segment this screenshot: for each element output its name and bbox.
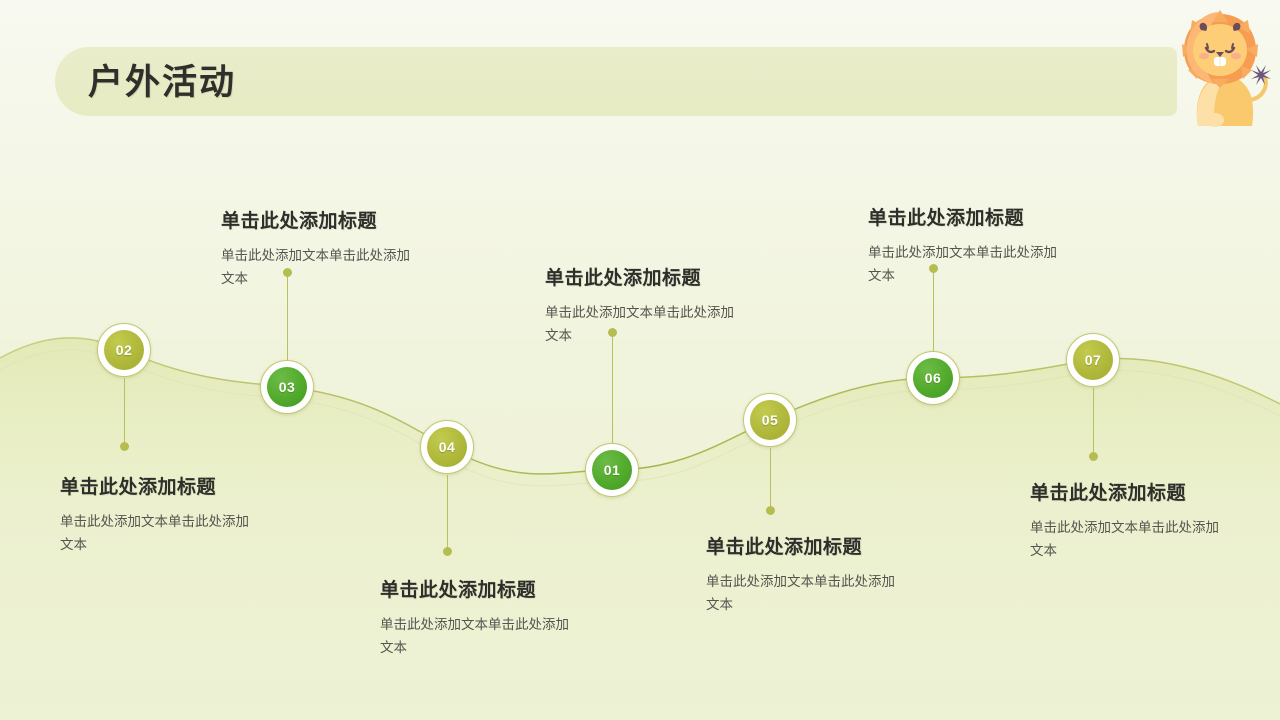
node-number-02: 02 xyxy=(104,330,144,370)
timeline-node-05[interactable]: 05 xyxy=(743,393,797,447)
node-label-title-04: 单击此处添加标题 xyxy=(380,580,537,601)
timeline-node-04[interactable]: 04 xyxy=(420,420,474,474)
node-label-title-05: 单击此处添加标题 xyxy=(706,537,863,558)
connector-line-05 xyxy=(770,448,771,510)
connector-line-02 xyxy=(124,378,125,446)
node-number-05: 05 xyxy=(750,400,790,440)
timeline-node-03[interactable]: 03 xyxy=(260,360,314,414)
node-label-07[interactable]: 单击此处添加标题 单击此处添加文本单击此处添加文本 xyxy=(1030,478,1226,562)
node-number-07: 07 xyxy=(1073,340,1113,380)
connector-dot-06 xyxy=(929,264,938,273)
connector-line-07 xyxy=(1093,388,1094,456)
node-label-body-05: 单击此处添加文本单击此处添加文本 xyxy=(706,574,895,612)
node-label-body-07: 单击此处添加文本单击此处添加文本 xyxy=(1030,520,1219,558)
lion-icon xyxy=(1182,10,1271,127)
connector-line-06 xyxy=(933,268,934,352)
timeline-node-06[interactable]: 06 xyxy=(906,351,960,405)
connector-dot-04 xyxy=(443,547,452,556)
node-label-06[interactable]: 单击此处添加标题 单击此处添加文本单击此处添加文本 xyxy=(868,203,1064,287)
node-label-title-06: 单击此处添加标题 xyxy=(868,208,1025,229)
connector-dot-07 xyxy=(1089,452,1098,461)
node-label-title-07: 单击此处添加标题 xyxy=(1030,483,1187,504)
connector-line-01 xyxy=(612,332,613,444)
node-number-03: 03 xyxy=(267,367,307,407)
connector-dot-02 xyxy=(120,442,129,451)
timeline-node-01[interactable]: 01 xyxy=(585,443,639,497)
connector-line-04 xyxy=(447,475,448,551)
node-label-02[interactable]: 单击此处添加标题 单击此处添加文本单击此处添加文本 xyxy=(60,472,256,556)
node-label-01[interactable]: 单击此处添加标题 单击此处添加文本单击此处添加文本 xyxy=(545,263,741,347)
page-title: 户外活动 xyxy=(88,63,237,102)
timeline-node-02[interactable]: 02 xyxy=(97,323,151,377)
node-label-title-02: 单击此处添加标题 xyxy=(60,477,217,498)
connector-dot-05 xyxy=(766,506,775,515)
node-number-04: 04 xyxy=(427,427,467,467)
node-label-05[interactable]: 单击此处添加标题 单击此处添加文本单击此处添加文本 xyxy=(706,532,902,616)
connector-dot-03 xyxy=(283,268,292,277)
node-label-04[interactable]: 单击此处添加标题 单击此处添加文本单击此处添加文本 xyxy=(380,575,576,659)
node-label-body-03: 单击此处添加文本单击此处添加文本 xyxy=(221,248,410,286)
node-label-body-06: 单击此处添加文本单击此处添加文本 xyxy=(868,245,1057,283)
timeline-node-07[interactable]: 07 xyxy=(1066,333,1120,387)
node-label-body-02: 单击此处添加文本单击此处添加文本 xyxy=(60,514,249,552)
title-bar xyxy=(55,47,1177,116)
connector-line-03 xyxy=(287,272,288,360)
node-label-body-01: 单击此处添加文本单击此处添加文本 xyxy=(545,305,734,343)
node-number-01: 01 xyxy=(592,450,632,490)
connector-dot-01 xyxy=(608,328,617,337)
node-label-03[interactable]: 单击此处添加标题 单击此处添加文本单击此处添加文本 xyxy=(221,206,417,290)
node-number-06: 06 xyxy=(913,358,953,398)
node-label-title-01: 单击此处添加标题 xyxy=(545,268,702,289)
node-label-body-04: 单击此处添加文本单击此处添加文本 xyxy=(380,617,569,655)
node-label-title-03: 单击此处添加标题 xyxy=(221,211,378,232)
